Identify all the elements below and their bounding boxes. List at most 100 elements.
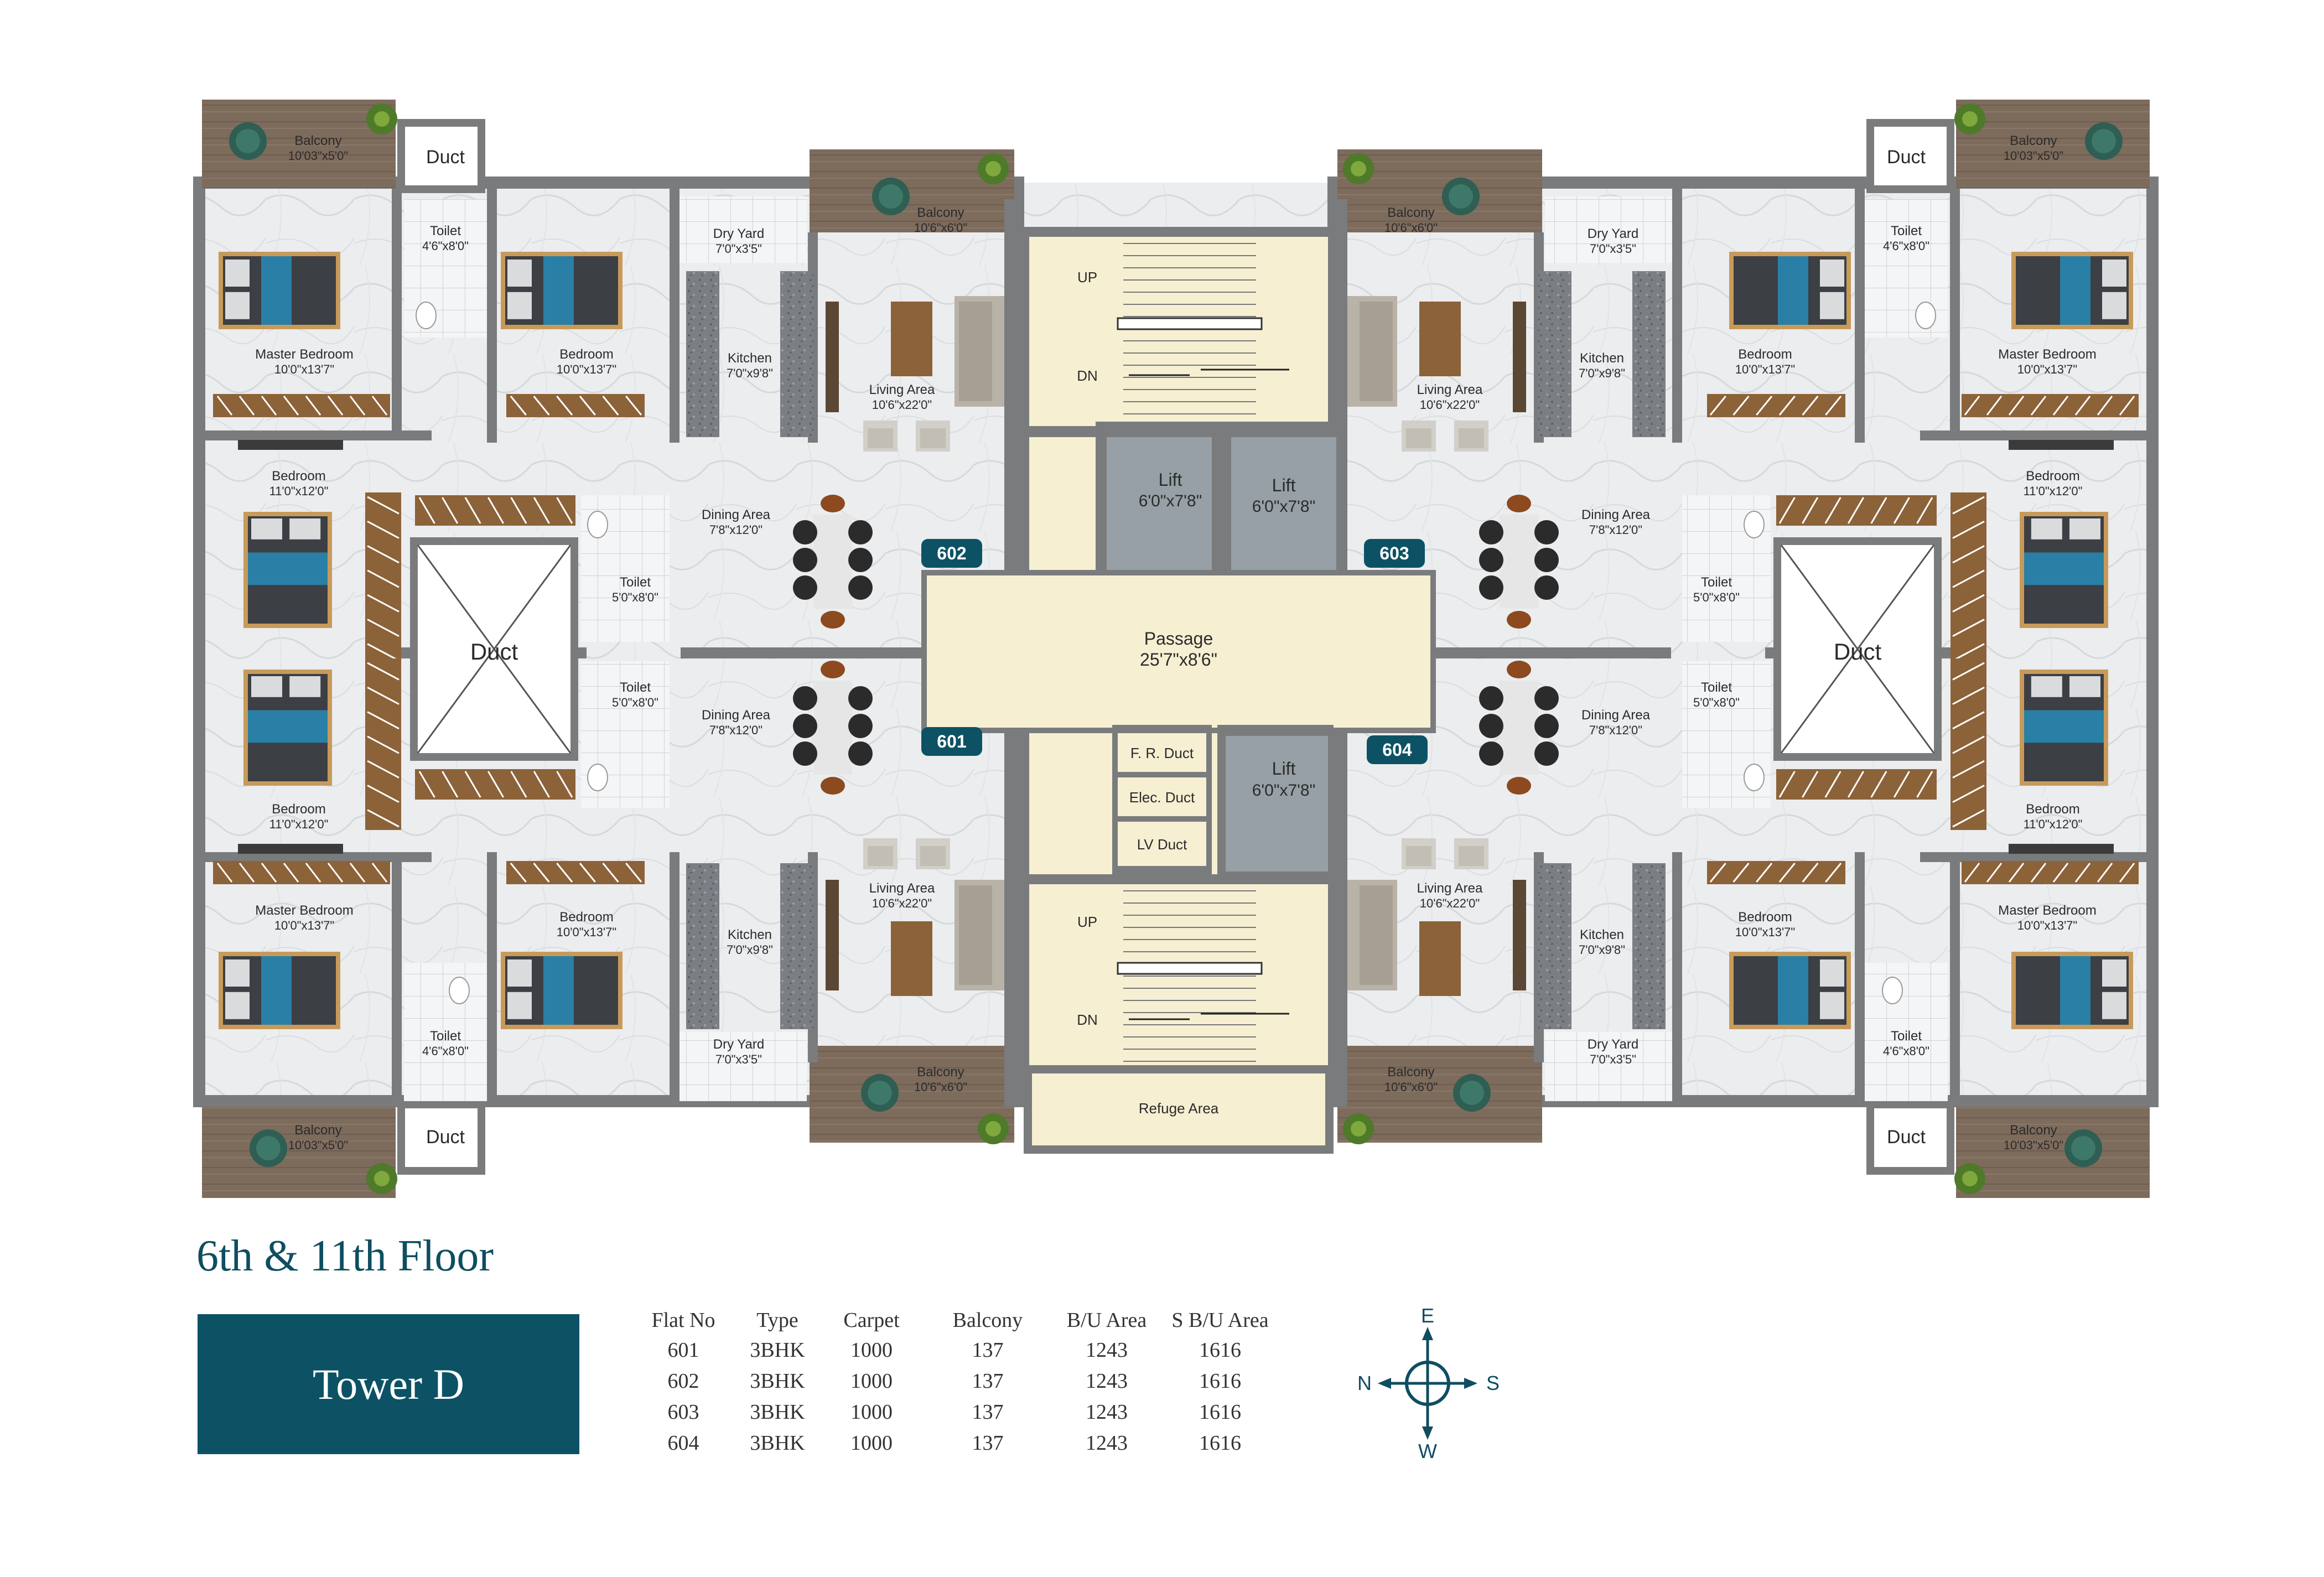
room-size: 7'8"x12'0" (1589, 723, 1642, 737)
wall (670, 852, 679, 1107)
wall (1855, 852, 1865, 1107)
wardrobe-icon (506, 394, 645, 417)
toilet-icon (416, 302, 437, 329)
tv-unit (1513, 880, 1526, 990)
room-size: 7'8"x12'0" (1589, 523, 1642, 537)
room-name: Bedroom (272, 469, 325, 484)
room-name: Balcony (1387, 1065, 1434, 1080)
duct-top (1866, 119, 1954, 193)
room-size: 7'0"x3'5" (715, 242, 762, 256)
lounge-chair-icon (1442, 178, 1480, 215)
wall (392, 852, 402, 1107)
room-name: Bedroom (1738, 910, 1792, 925)
room-name: Master Bedroom (1998, 903, 2096, 918)
duct-cross (417, 544, 572, 754)
wardrobe-icon (1962, 394, 2139, 417)
cell: 1243 (1086, 1400, 1128, 1424)
room-name: Toilet (430, 1029, 461, 1044)
cell: 3BHK (750, 1339, 805, 1362)
lounge-chair-icon (229, 122, 267, 160)
passage-floor (924, 573, 1433, 730)
coffee-table (1419, 921, 1461, 996)
cell: 602 (667, 1370, 699, 1393)
bed-icon (2020, 512, 2108, 628)
kitchen-counter (780, 271, 813, 437)
room-name: Balcony (917, 1065, 964, 1080)
room-name: Dining Area (1581, 708, 1651, 723)
room-size: 7'0"x9'8" (1579, 366, 1625, 380)
wardrobe-icon (1707, 394, 1845, 417)
room-name: Dining Area (702, 708, 771, 723)
kitchen-counter (1538, 271, 1571, 437)
tv-unit (238, 844, 343, 854)
balcony-outer-bottom (1956, 1107, 2150, 1198)
wardrobe-icon (1950, 492, 1986, 664)
duct-top (397, 119, 485, 193)
room-size: 7'0"x3'5" (715, 1052, 762, 1066)
table-row: 604 3BHK 1000 137 1243 1616 (636, 1428, 1284, 1459)
room-size: 10'03"x5'0" (288, 1138, 348, 1152)
wall (1672, 188, 1682, 443)
cell: 1000 (850, 1400, 893, 1424)
room-name: Dining Area (1581, 507, 1651, 522)
armchair-icon (1454, 838, 1488, 869)
compass-w: W (1418, 1440, 1437, 1461)
lounge-chair-icon (872, 178, 910, 215)
room-name: Balcony (2010, 133, 2057, 148)
dining-table-icon (793, 495, 873, 629)
duct-cross (1780, 544, 1935, 754)
col-carpet: Carpet (843, 1309, 900, 1332)
flat-tag: 604 (1367, 735, 1428, 764)
area-table-header: Flat No Type Carpet Balcony B/U Area S B… (636, 1306, 1284, 1335)
bed-icon (243, 670, 332, 786)
room-name: Master Bedroom (255, 347, 353, 362)
room-size: 10'0"x13'7" (274, 362, 334, 376)
room-size: 7'0"x9'8" (727, 943, 773, 957)
elec-duct (1118, 777, 1206, 816)
room-name: Balcony (917, 205, 964, 220)
table-row: 603 3BHK 1000 137 1243 1616 (636, 1397, 1284, 1428)
cell: 604 (667, 1431, 699, 1455)
room-size: 7'0"x3'5" (1590, 1052, 1636, 1066)
wall (1950, 852, 1960, 1107)
elec-duct-label: Elec. Duct (1129, 789, 1195, 806)
dining-table-icon (1479, 661, 1559, 795)
compass-n: N (1357, 1372, 1372, 1394)
tv-unit (1513, 302, 1526, 412)
room-size: 7'8"x12'0" (709, 523, 762, 537)
wardrobe-icon (1962, 861, 2139, 884)
table-row: 602 3BHK 1000 137 1243 1616 (636, 1366, 1284, 1397)
toilet-icon (449, 977, 470, 1004)
cell: 1243 (1086, 1370, 1128, 1393)
armchair-icon (916, 421, 950, 452)
wardrobe-icon (365, 658, 401, 830)
room-name: Bedroom (559, 910, 613, 925)
lift-label: Lift (1272, 475, 1296, 495)
tv-unit (238, 440, 343, 450)
compass-icon: E W N S (1357, 1306, 1500, 1461)
tower-label: Tower D (198, 1314, 579, 1454)
armchair-icon (863, 421, 898, 452)
wall (199, 430, 432, 440)
cell: 603 (667, 1400, 699, 1424)
room-name: Toilet (430, 224, 461, 238)
room-name: Dry Yard (713, 1037, 764, 1052)
core: UPDNLift6'0"x7'8"Lift6'0"x7'8"Passage25'… (921, 227, 1436, 1154)
dry-yard-bottom (679, 1032, 807, 1101)
room-name: Living Area (869, 881, 935, 896)
sofa-icon (954, 296, 1004, 407)
sofa-icon (954, 880, 1004, 990)
room-name: Balcony (1387, 205, 1434, 220)
wing-left: Balcony10'03"x5'0"Balcony10'03"x5'0"Balc… (193, 100, 1024, 1198)
room-size: 5'0"x8'0" (1693, 590, 1740, 604)
wall (392, 188, 402, 432)
room-name: Balcony (294, 1123, 341, 1138)
wall (670, 188, 679, 443)
flat-tag-label: 601 (937, 732, 966, 751)
room-size: 10'6"x6'0" (1384, 1080, 1438, 1094)
cell: 1000 (850, 1431, 893, 1455)
area-table: Flat No Type Carpet Balcony B/U Area S B… (636, 1306, 1284, 1459)
room-size: 10'03"x5'0" (288, 149, 348, 163)
lv-duct-label: LV Duct (1137, 836, 1187, 853)
coffee-table (1419, 302, 1461, 376)
